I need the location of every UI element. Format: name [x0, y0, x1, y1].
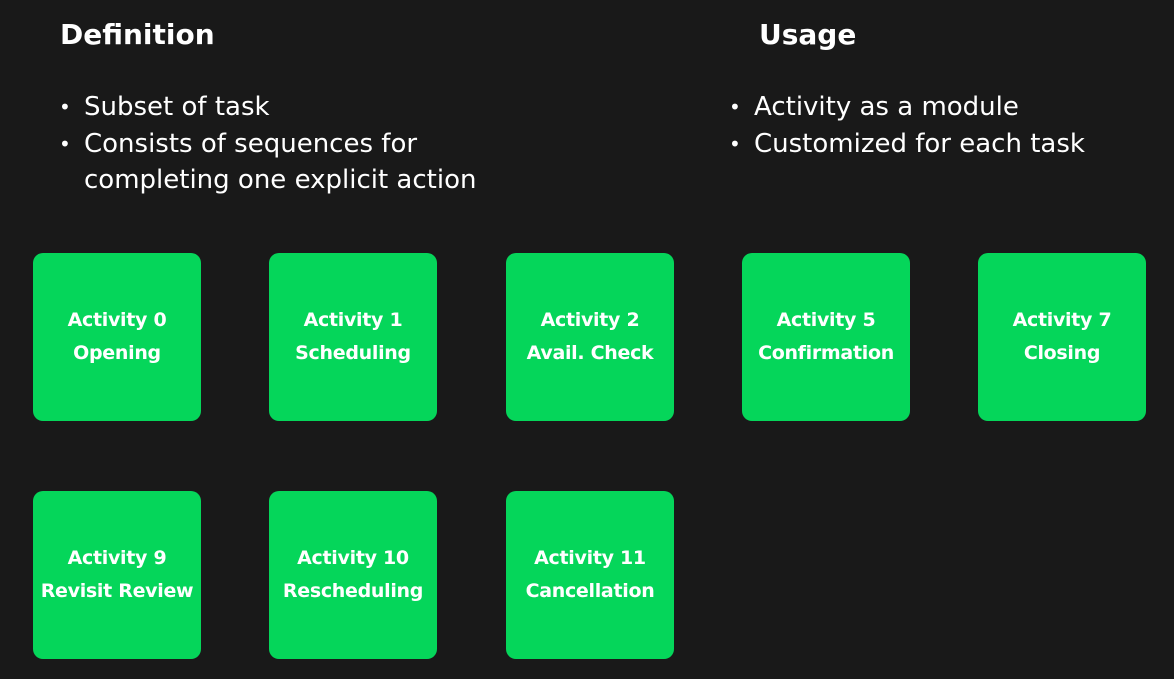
bullet-dot-icon: •: [729, 131, 741, 156]
bullet-dot-icon: •: [59, 95, 71, 119]
activity-name: Closing: [1023, 342, 1101, 364]
activity-title: Activity 10: [297, 547, 409, 569]
activity-name: Scheduling: [295, 342, 411, 364]
activity-card-0: Activity 0 Opening: [33, 253, 201, 421]
activity-title: Activity 0: [67, 309, 167, 331]
bullet-text: Activity as a module: [754, 92, 1019, 122]
bullet-text: Customized for each task: [754, 128, 1085, 159]
bullet-text-continuation: completing one explicit action: [84, 165, 477, 195]
usage-bullet-list: • Activity as a module • Customized for …: [729, 89, 1149, 162]
activity-card-1: Activity 1 Scheduling: [269, 253, 437, 421]
activity-title: Activity 2: [540, 309, 640, 331]
activity-title: Activity 9: [67, 547, 167, 569]
activity-name: Confirmation: [758, 342, 894, 364]
activity-title: Activity 1: [303, 309, 403, 331]
activity-name: Avail. Check: [526, 342, 654, 364]
usage-bullet: • Activity as a module: [729, 89, 1149, 126]
definition-bullet-list: • Subset of task • Consists of sequences…: [59, 89, 519, 199]
activity-card-2: Activity 2 Avail. Check: [506, 253, 674, 421]
activity-name: Opening: [73, 342, 161, 364]
activity-card-10: Activity 10 Rescheduling: [269, 491, 437, 659]
bullet-text: Consists of sequences for: [84, 128, 418, 159]
activity-card-7: Activity 7 Closing: [978, 253, 1146, 421]
activity-card-11: Activity 11 Cancellation: [506, 491, 674, 659]
usage-heading: Usage: [759, 18, 857, 51]
definition-bullet: • Consists of sequences for completing o…: [59, 126, 519, 199]
bullet-dot-icon: •: [59, 131, 71, 156]
activity-card-9: Activity 9 Revisit Review: [33, 491, 201, 659]
activity-name: Revisit Review: [40, 580, 194, 602]
activity-title: Activity 11: [534, 547, 646, 569]
activity-title: Activity 5: [776, 309, 876, 331]
activity-title: Activity 7: [1012, 309, 1112, 331]
bullet-text: Subset of task: [84, 92, 270, 122]
usage-bullet: • Customized for each task: [729, 126, 1149, 163]
activity-card-5: Activity 5 Confirmation: [742, 253, 910, 421]
activity-name: Rescheduling: [282, 580, 424, 602]
bullet-dot-icon: •: [729, 95, 741, 119]
definition-heading: Definition: [60, 18, 215, 51]
activity-name: Cancellation: [525, 580, 655, 602]
definition-bullet: • Subset of task: [59, 89, 519, 126]
